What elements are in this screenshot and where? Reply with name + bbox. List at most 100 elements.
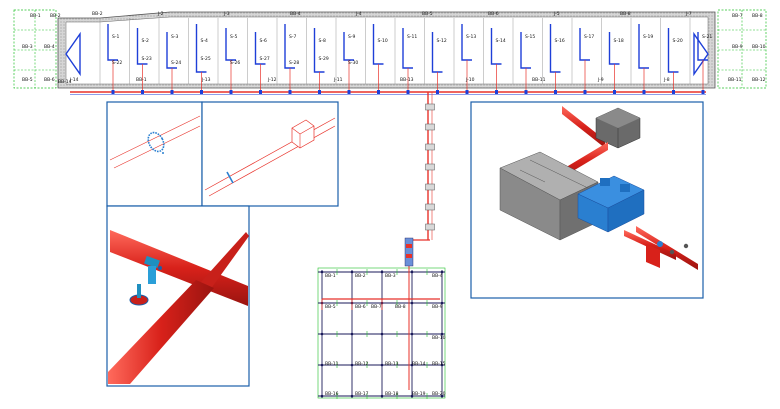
manifold-label: BB-10 (432, 335, 446, 341)
label-left-4: BB-5 (22, 77, 33, 83)
room-label: S-14 (496, 38, 506, 44)
label-right-3: BB-10 (752, 44, 766, 50)
blue-drop (107, 24, 118, 61)
left-labels: BB-1 BB-2 BB-3 BB-4 BB-5 BB-6 BB-14 (22, 13, 72, 85)
grid-node (320, 394, 324, 398)
room-label: S-28 (289, 60, 299, 66)
grid-node (320, 363, 324, 367)
manifold-label: BB-19 (412, 391, 426, 397)
room-label: S-1 (112, 34, 119, 40)
manifold-label: BB-2 (355, 273, 366, 279)
label-right-0: BB-7 (732, 13, 743, 19)
room-label: S-4 (201, 38, 208, 44)
bottom-label: BB-13 (400, 77, 414, 83)
room-label: S-21 (702, 34, 712, 40)
room-label: S-16 (555, 38, 565, 44)
detail-panel-coupling (106, 101, 203, 207)
grid-node (350, 270, 354, 274)
label-left-6: BB-14 (58, 79, 72, 85)
room-label: S-8 (319, 38, 326, 44)
right-labels: BB-7 BB-8 BB-9 BB-10 BB-11 BB-12 (728, 13, 766, 83)
blue-drop (520, 32, 531, 69)
room-label: S-3 (171, 34, 178, 40)
bottom-label: J-9 (597, 77, 604, 83)
grid-node (410, 363, 414, 367)
manifold-label: BB-7 (371, 304, 382, 310)
blue-drop (638, 24, 649, 69)
blue-drop (136, 28, 148, 65)
grid-node (380, 394, 384, 398)
bottom-label: J-11 (333, 77, 343, 83)
grid-node (380, 332, 384, 336)
room-label: S-11 (407, 34, 417, 40)
riser-valve (425, 163, 435, 171)
top-label: BB-5 (422, 11, 433, 17)
room-label: S-13 (466, 34, 476, 40)
blue-drop (195, 24, 207, 73)
blue-drop (697, 32, 708, 61)
riser-valve (425, 183, 435, 191)
room-label: S-2 (142, 38, 149, 44)
top-label: BB-4 (290, 11, 301, 17)
manifold-label: BB-16 (325, 391, 339, 397)
grid-node (440, 394, 444, 398)
grid-node (380, 363, 384, 367)
left-end-pipe (65, 31, 81, 77)
bottom-label: J-8 (663, 77, 670, 83)
bottom-label: BB-11 (532, 77, 546, 83)
riser-valve (377, 90, 380, 94)
bottom-label: J-10 (465, 77, 475, 83)
riser-valve (425, 223, 435, 231)
riser-valve (701, 90, 705, 94)
blue-pipe-drops (107, 24, 708, 73)
blue-drop (166, 32, 177, 69)
bottom-label: J-12 (267, 77, 277, 83)
riser-valve (318, 90, 321, 94)
riser-valve (259, 90, 262, 94)
bottom-label: J-14 (69, 77, 79, 83)
blue-drop (431, 32, 443, 73)
riser-valve (111, 90, 115, 94)
top-label: BB-8 (620, 11, 631, 17)
building-interior (65, 16, 709, 85)
room-label: S-12 (437, 38, 447, 44)
room-label: S-9 (348, 34, 355, 40)
room-label: S-19 (643, 34, 653, 40)
grid-node (350, 394, 354, 398)
top-label: J-7 (685, 11, 692, 17)
label-right-1: BB-8 (752, 13, 763, 19)
grid-node (320, 270, 324, 274)
bottom-label: J-13 (201, 77, 211, 83)
room-label: S-6 (260, 38, 267, 44)
riser-valve (425, 103, 435, 111)
room-label: S-17 (584, 34, 594, 40)
manifold-label: BB-15 (432, 361, 446, 367)
room-label: S-23 (142, 56, 152, 62)
room-labels: S-1S-2S-3S-4S-5S-6S-7S-8S-9S-10S-11S-12S… (112, 34, 712, 66)
room-label: S-25 (201, 56, 211, 62)
left-green-grid (13, 9, 57, 89)
manifold-label: BB-5 (325, 304, 336, 310)
label-right-5: BB-12 (752, 77, 766, 83)
bottom-label: BB-1 (136, 77, 147, 83)
grid-node (410, 270, 414, 274)
label-left-2: BB-3 (22, 44, 33, 50)
blue-drop (372, 24, 384, 65)
riser-valve (554, 90, 557, 94)
blue-drop (313, 28, 325, 73)
manifold-label: BB-4 (432, 273, 443, 279)
manifold-label: BB-20 (432, 391, 446, 397)
riser-valve (141, 90, 144, 94)
riser-valve (642, 90, 646, 94)
manifold-label: BB-1 (325, 273, 336, 279)
manifold-label: BB-9 (432, 304, 443, 310)
riser-valve (229, 90, 233, 94)
top-label: BB-2 (92, 11, 103, 17)
room-label: S-18 (614, 38, 624, 44)
blue-drop (608, 32, 620, 65)
grid-node (350, 363, 354, 367)
riser-valve (425, 143, 435, 151)
blue-drop (343, 32, 354, 61)
